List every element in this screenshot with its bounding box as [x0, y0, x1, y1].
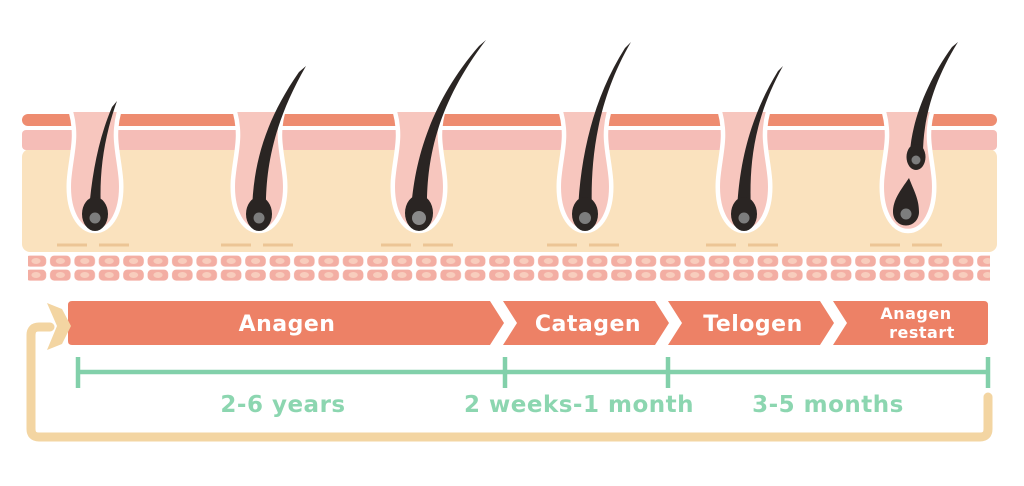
dermal-papilla	[412, 211, 426, 225]
hair-icon	[252, 66, 306, 214]
phase-segment-telogen	[668, 301, 834, 345]
phase-segment-anagen	[68, 301, 504, 345]
cycle-loop	[26, 303, 993, 442]
hair-icon	[578, 42, 631, 214]
cycle-arrowhead-icon	[47, 303, 71, 350]
hair-follicle-6	[882, 42, 958, 231]
duration-label-catagen: 2 weeks-1 month	[464, 392, 694, 418]
new-hair-germ-bulb	[893, 178, 919, 226]
phase-label-anagen-restart-line1: Anagen	[880, 304, 951, 323]
phase-band: Anagen Catagen Telogen Anagen restart	[68, 301, 988, 345]
dermal-papilla	[900, 208, 912, 220]
skin-cross-section	[22, 40, 997, 282]
hair-icon	[89, 101, 117, 212]
phase-label-anagen-restart-line2: restart	[889, 323, 955, 342]
hair-follicle-2	[233, 66, 306, 231]
phase-label-anagen: Anagen	[239, 312, 336, 337]
dermal-papilla	[89, 212, 101, 224]
skin-surface-layer	[22, 114, 997, 126]
duration-timeline: 2-6 years 2 weeks-1 month 3-5 months	[75, 357, 991, 418]
hair-follicle-5	[718, 66, 783, 231]
dermal-papilla	[253, 212, 265, 224]
dermal-papilla	[738, 212, 750, 224]
hair-icon	[737, 66, 783, 213]
dermis-layer	[22, 149, 997, 252]
club-papilla	[911, 155, 921, 165]
dermal-papilla	[579, 212, 591, 224]
phase-label-catagen: Catagen	[535, 312, 641, 337]
duration-label-telogen: 3-5 months	[752, 392, 904, 418]
fat-layer	[28, 254, 990, 282]
phase-segment-catagen	[503, 301, 669, 345]
epidermis-layer	[22, 130, 997, 150]
cycle-loop-arrow	[26, 322, 993, 442]
hair-follicle-1	[69, 101, 121, 231]
hair-icon	[910, 42, 958, 154]
duration-label-anagen: 2-6 years	[220, 392, 345, 418]
phase-label-telogen: Telogen	[703, 312, 803, 337]
hair-follicle-3	[393, 40, 486, 231]
hair-follicle-4	[559, 42, 631, 231]
phase-segment-anagen-restart	[833, 301, 988, 345]
